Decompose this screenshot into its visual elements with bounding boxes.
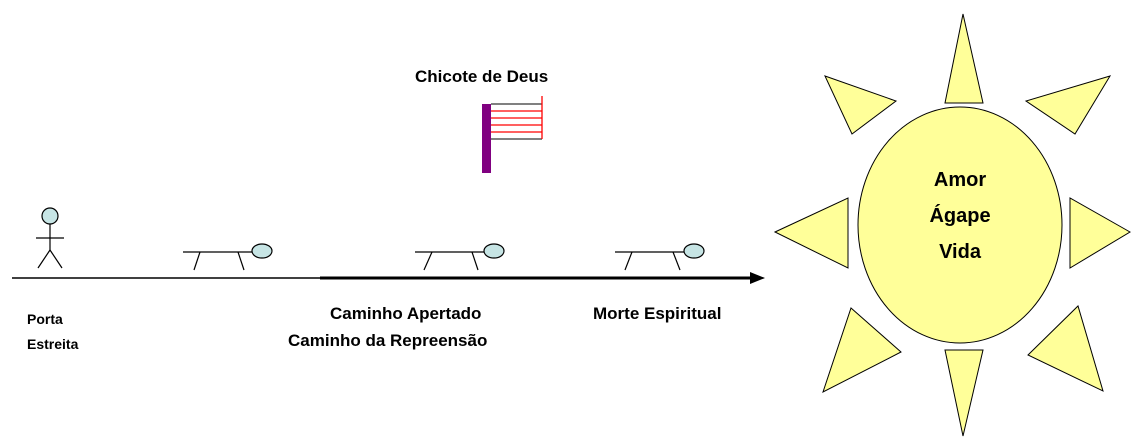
sun-label-line3: Vida: [939, 241, 981, 263]
sun-ray-right: [1069, 197, 1131, 269]
death-label: Morte Espiritual: [593, 304, 722, 323]
fallen-person-icon: [615, 243, 705, 271]
standing-person-icon: [36, 207, 64, 269]
sun-label-line2: Ágape: [929, 205, 991, 227]
fallen-person-icon: [183, 243, 273, 271]
sun-icon: [773, 13, 1131, 437]
sun-ray-bottom-right: [1027, 305, 1104, 392]
gate-label-line1: Porta: [27, 311, 63, 327]
sun-ray-top-right: [1024, 75, 1112, 135]
sun-disc: [857, 106, 1063, 344]
fallen-person-icon: [415, 243, 505, 271]
path-label-line1: Caminho Apertado: [330, 304, 482, 323]
gate-label-line2: Estreita: [27, 336, 79, 352]
path-label-line2: Caminho da Repreensão: [288, 331, 488, 350]
whip-icon: [482, 96, 543, 173]
sun-ray-top-left: [824, 75, 898, 135]
sun-ray-bottom-left: [822, 307, 902, 394]
sun-ray-left: [773, 197, 849, 269]
sun-label-line1: Amor: [933, 169, 987, 191]
sun-ray-bottom: [944, 349, 984, 437]
whip-label: Chicote de Deus: [415, 67, 549, 86]
sun-ray-top: [944, 13, 984, 104]
arrow-icon: [750, 272, 765, 284]
